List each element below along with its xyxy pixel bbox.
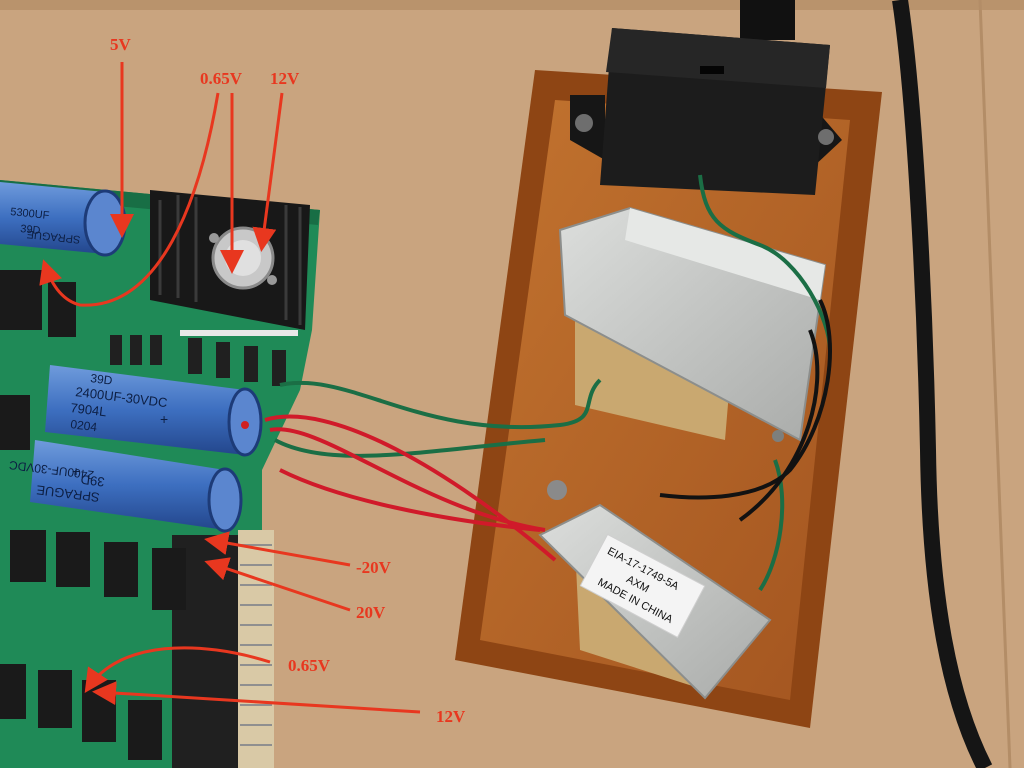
label-065v-top: 0.65V — [200, 69, 243, 88]
screw-icon — [547, 480, 567, 500]
power-cord — [892, 0, 993, 768]
cap-middle-text-4: 0204 — [70, 417, 99, 434]
transformer-lower: EIA-17-1749-5A AXM MADE IN CHINA — [538, 480, 772, 700]
cap-top-left-text-2: 39D — [20, 223, 41, 237]
cap-middle-plus: + — [160, 411, 168, 427]
arrow-065v-curve — [39, 92, 220, 307]
capacitor-lower: 2400UF-30VDC 39D SPRAGUE + — [8, 440, 243, 533]
cap-lower-plus: + — [72, 463, 80, 479]
label-5v: 5V — [110, 35, 132, 54]
arrow-12v-top — [252, 92, 284, 252]
label-neg20v: -20V — [356, 558, 392, 577]
arrow-12v-bottom — [92, 681, 421, 714]
cap-top-left-text-1: 5300UF — [10, 206, 50, 222]
capacitor-top-left: 5300UF 39D SPRAGUE — [0, 182, 127, 257]
label-065v-bottom: 0.65V — [288, 656, 331, 675]
transformer-upper — [558, 206, 827, 442]
capacitor-middle: 39D 2400UF-30VDC 7904L 0204 + — [45, 365, 263, 457]
cap-middle-text-3: 7904L — [70, 400, 108, 419]
cap-middle-text-1: 39D — [90, 371, 114, 388]
label-12v-top: 12V — [270, 69, 300, 88]
label-12v-bottom: 12V — [436, 707, 466, 726]
integrated-circuits — [0, 270, 186, 760]
arrow-065v-bottom — [84, 646, 271, 693]
screw-icon — [818, 129, 834, 145]
wires — [264, 174, 832, 592]
cap-lower-text-2: 39D — [80, 472, 106, 490]
cap-top-left-text-3: SPRAGUE — [26, 228, 81, 246]
arrow-20v — [204, 557, 351, 612]
label-20v: 20V — [356, 603, 386, 622]
transformer-label — [579, 533, 706, 638]
power-module — [570, 0, 842, 195]
arrow-neg20v — [204, 531, 351, 567]
annotation-arrows — [39, 62, 421, 714]
screw-icon — [575, 114, 593, 132]
